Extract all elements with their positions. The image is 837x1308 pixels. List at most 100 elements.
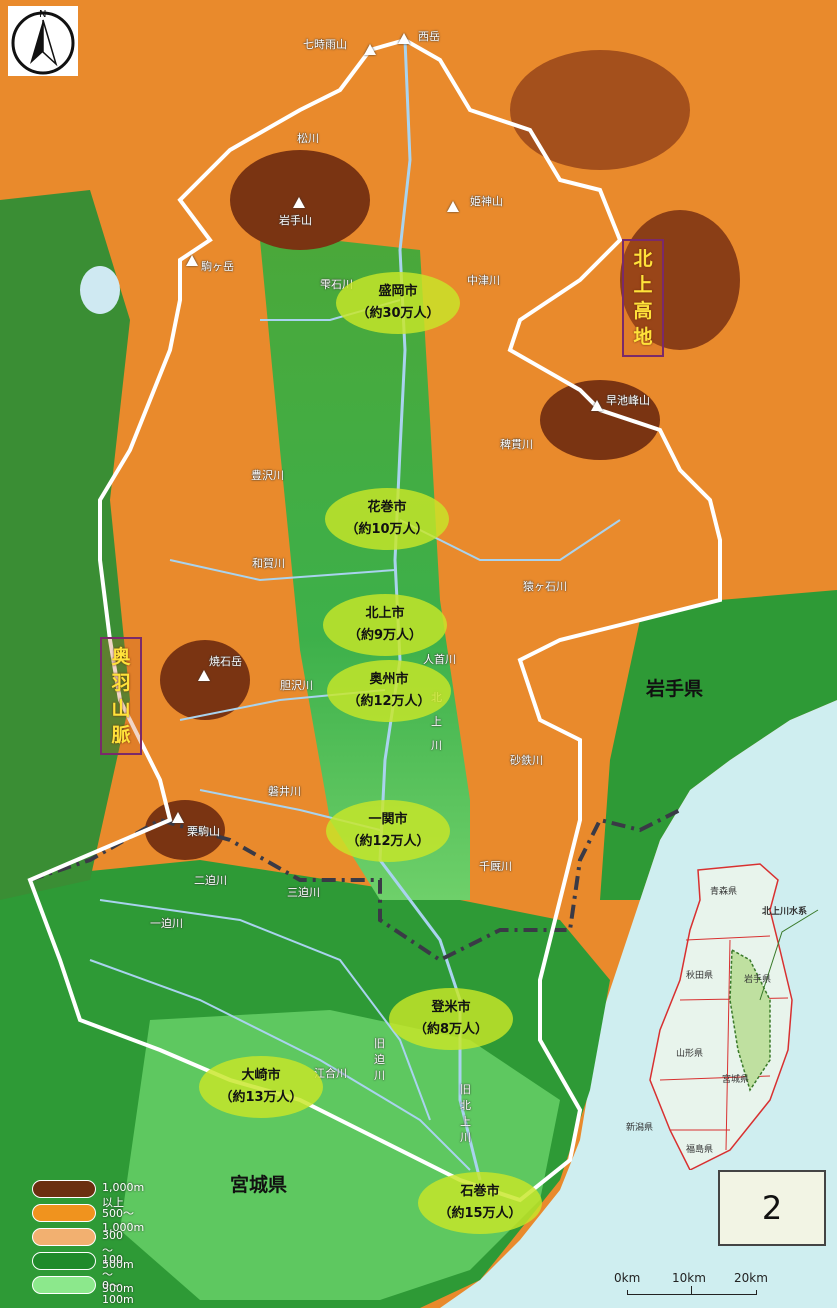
city-name: 盛岡市: [378, 284, 418, 299]
central-valley: [260, 240, 470, 900]
region-ou-mountains: 奥羽山脈: [100, 637, 142, 755]
prefecture-label: 岩手県: [646, 678, 704, 700]
prefecture-label: 宮城県: [230, 1174, 288, 1196]
scale-tick-label: 0km: [614, 1271, 641, 1285]
legend-label: 100～300m: [102, 1253, 134, 1295]
peak-label: 西岳: [418, 30, 440, 43]
page-number-box: 2: [718, 1170, 826, 1246]
peak-label: 栗駒山: [187, 825, 220, 838]
river-label: 江合川: [314, 1067, 347, 1080]
river-label: 人首川: [423, 653, 456, 666]
peak-marker-icon: [172, 812, 184, 823]
river-label: 猿ヶ石川: [523, 580, 567, 593]
mt-kurikoma-area: [145, 800, 225, 860]
river-label: 胆沢川: [280, 679, 313, 692]
city-marker: 一関市 （約12万人）: [326, 800, 450, 862]
inset-prefecture-label: 宮城県: [722, 1075, 750, 1085]
river-label: 千厩川: [479, 860, 512, 873]
inset-basin-label: 北上川水系: [762, 907, 808, 917]
peak-label: 岩手山: [279, 214, 312, 227]
scale-bar-tick: [691, 1286, 692, 1294]
page-number: 2: [761, 1189, 783, 1227]
city-population: （約30万人）: [356, 306, 440, 321]
inset-prefecture-label: 山形県: [676, 1049, 704, 1059]
legend-swatch: [32, 1228, 96, 1246]
river-label: 三迫川: [287, 886, 320, 899]
city-population: （約10万人）: [345, 522, 429, 537]
river-label: 旧迫川: [374, 1037, 385, 1082]
inset-prefecture-label: 岩手県: [744, 975, 772, 985]
river-label: 松川: [297, 132, 319, 145]
river-label: 一迫川: [150, 917, 183, 930]
city-name: 一関市: [368, 812, 408, 827]
scale-tick-label: 20km: [734, 1271, 768, 1285]
prefecture-border-line: [29, 808, 681, 963]
river-label: 磐井川: [268, 785, 301, 798]
peak-marker-icon: [186, 255, 198, 266]
city-name: 花巻市: [367, 500, 407, 515]
peak-marker-icon: [198, 670, 210, 681]
mt-hayachine-area: [540, 380, 660, 460]
lake: [80, 266, 120, 314]
legend-swatch: [32, 1180, 96, 1198]
inset-map: 青森県 秋田県 岩手県 山形県 宮城県 新潟県 福島県 北上川水系: [620, 850, 837, 1172]
legend-label: 0～100m: [102, 1279, 134, 1306]
mt-north-area: [510, 50, 690, 170]
scale-tick-label: 10km: [672, 1271, 706, 1285]
peak-marker-icon: [364, 44, 376, 55]
city-marker: 奥州市 （約12万人）: [327, 660, 451, 722]
north-label: N: [39, 9, 47, 20]
north-arrow: N: [8, 6, 78, 76]
inset-map-shape: [649, 863, 819, 1172]
river-label: 豊沢川: [251, 469, 284, 482]
city-marker: 北上市 （約9万人）: [323, 594, 447, 656]
city-name: 大崎市: [241, 1068, 281, 1083]
city-name: 北上市: [365, 606, 405, 621]
river-label: 砂鉄川: [510, 754, 543, 767]
peak-marker-icon: [398, 33, 410, 44]
river-label: 旧北上川: [460, 1083, 471, 1144]
peak-marker-icon: [591, 400, 603, 411]
river-label: 中津川: [467, 274, 500, 287]
peak-marker-icon: [293, 197, 305, 208]
waga-river-line: [169, 559, 396, 582]
inset-prefecture-label: 青森県: [710, 887, 738, 897]
city-marker: 登米市 （約8万人）: [389, 988, 513, 1050]
north-arrow-icon: [11, 11, 75, 75]
city-population: （約9万人）: [347, 628, 423, 643]
city-population: （約12万人）: [347, 694, 431, 709]
mt-kitakami-area: [620, 210, 740, 350]
city-marker: 石巻市 （約15万人）: [418, 1172, 542, 1234]
river-label: 稗貫川: [500, 438, 533, 451]
city-population: （約12万人）: [346, 834, 430, 849]
city-marker: 盛岡市 （約30万人）: [336, 272, 460, 334]
west-forest: [0, 190, 130, 900]
region-label: 奥羽山脈: [111, 646, 131, 746]
peak-label: 駒ヶ岳: [201, 260, 234, 273]
legend-label: 1,000m 以上: [102, 1181, 145, 1209]
city-name: 登米市: [431, 1000, 471, 1015]
inset-prefecture-label: 福島県: [686, 1145, 714, 1155]
peak-label: 七時雨山: [303, 38, 347, 51]
city-population: （約13万人）: [219, 1090, 303, 1105]
peak-label: 焼石岳: [209, 655, 242, 668]
city-population: （約8万人）: [413, 1022, 489, 1037]
city-name: 奥州市: [369, 672, 409, 687]
hasama-river-line: [99, 899, 431, 1121]
city-marker: 花巻市 （約10万人）: [325, 488, 449, 550]
city-population: （約15万人）: [438, 1206, 522, 1221]
sarugaishi-river-line: [399, 519, 621, 561]
region-kitakami-highlands: 北上高地: [622, 239, 664, 357]
region-label: 北上高地: [633, 248, 653, 348]
peak-marker-icon: [447, 201, 459, 212]
legend-label: 500～1,000m: [102, 1207, 145, 1234]
basin-outline: [27, 37, 722, 1203]
city-name: 石巻市: [460, 1184, 500, 1199]
legend-swatch: [32, 1276, 96, 1294]
legend-swatch: [32, 1204, 96, 1222]
legend-label: 300～500m: [102, 1229, 134, 1271]
city-marker: 大崎市 （約13万人）: [199, 1056, 323, 1118]
legend-swatch: [32, 1252, 96, 1270]
eai-river-line: [89, 959, 471, 1171]
